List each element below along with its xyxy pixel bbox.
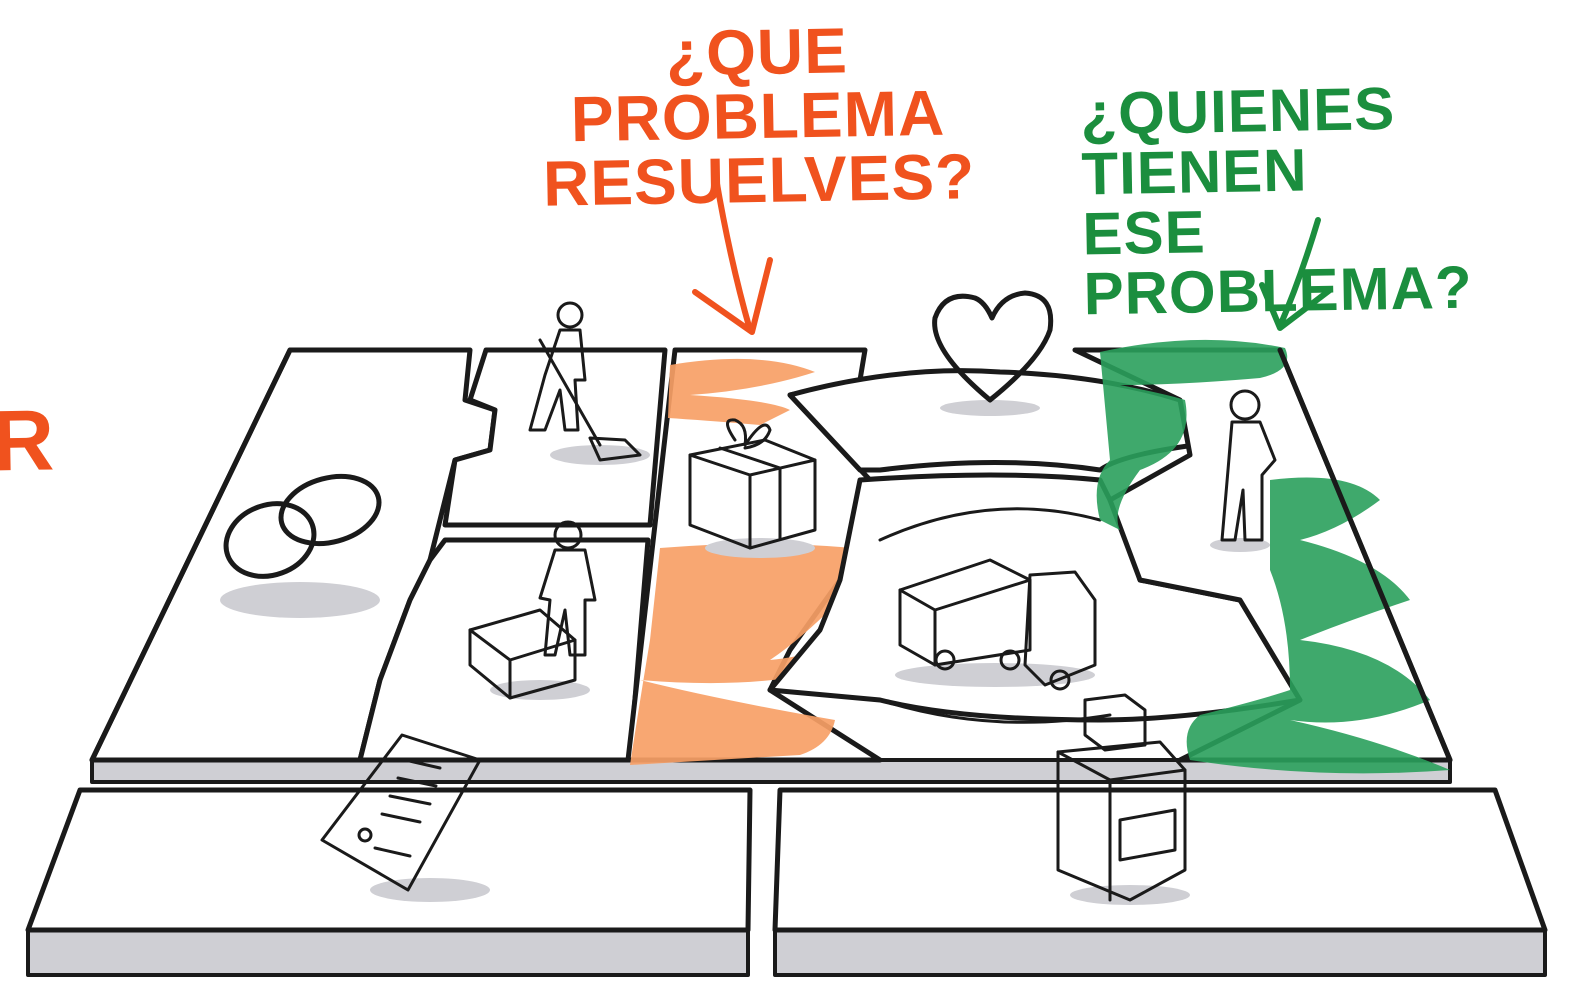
problem-question-line-1: ¿QUE PROBLEMA	[570, 14, 946, 156]
customers-question-line-1: ¿QUIENES TIENEN	[1079, 74, 1396, 208]
person-carrying-box-icon	[468, 520, 597, 700]
standing-person-icon	[1210, 389, 1277, 552]
cash-register-icon	[1056, 693, 1190, 905]
cropped-annotation-fragment: R	[0, 392, 56, 490]
problem-question-annotation: ¿QUE PROBLEMA RESUELVES?	[476, 14, 1039, 220]
gift-box-icon	[688, 418, 817, 558]
key-resources-block	[357, 537, 651, 763]
person-digging-icon	[528, 301, 650, 465]
chain-links-icon	[220, 473, 382, 618]
customers-question-line-2: ESE PROBLEMA?	[1081, 198, 1474, 328]
key-partners-block	[89, 347, 498, 763]
arrow-to-value-proposition	[692, 175, 773, 335]
board-outline	[89, 347, 1453, 763]
arrow-to-customer-segments	[1259, 217, 1333, 331]
document-icon	[320, 733, 490, 902]
heart-icon	[932, 290, 1054, 416]
revenue-streams-block	[772, 787, 1548, 977]
problem-question-line-2: RESUELVES?	[542, 140, 976, 220]
cost-structure-block	[25, 787, 753, 977]
key-activities-block	[442, 347, 668, 528]
customer-relationships-block	[767, 368, 1303, 724]
delivery-truck-icon	[895, 558, 1097, 691]
customers-question-annotation: ¿QUIENES TIENEN ESE PROBLEMA?	[1079, 74, 1593, 328]
